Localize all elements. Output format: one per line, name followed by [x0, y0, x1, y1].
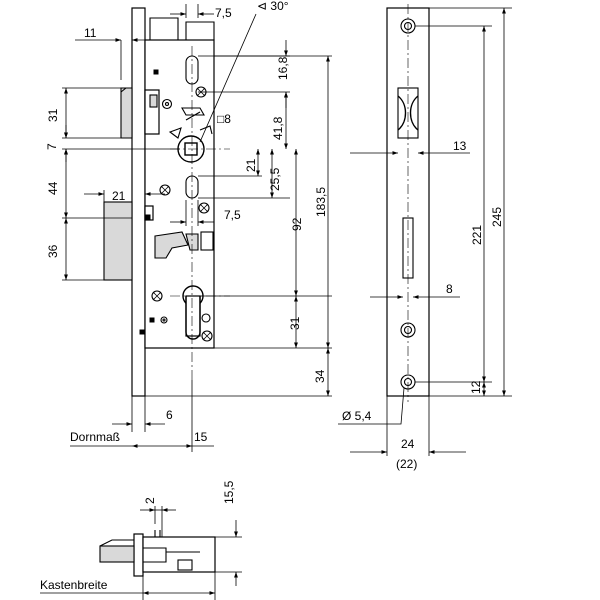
square-8-label: □8 [217, 112, 231, 126]
faceplate-view: 13 8 221 245 12 Ø 5,4 24 (22) [338, 4, 512, 471]
dim-36: 36 [46, 244, 60, 258]
dim-44: 44 [46, 181, 60, 195]
dim-16-8: 16,8 [276, 56, 290, 80]
dim-31-top: 31 [46, 108, 60, 122]
bolt-mechanism [154, 231, 214, 259]
dim-92: 92 [290, 217, 304, 231]
dim-7-5-top: 7,5 [215, 6, 232, 20]
latch-opening [397, 87, 419, 139]
dornmass-label: Dornmaß [70, 430, 120, 444]
angle-30-label: ⊲ 30° [257, 0, 289, 13]
dim-15-5: 15,5 [222, 480, 236, 504]
front-view [103, 7, 230, 397]
dead-bolt [103, 201, 154, 281]
dim-221: 221 [470, 225, 484, 245]
latch-bolt [120, 87, 160, 139]
top-faceplate [133, 533, 144, 577]
top-case [142, 536, 216, 573]
dim-34: 34 [313, 369, 327, 383]
dim-12: 12 [469, 380, 483, 394]
dim-11: 11 [84, 26, 97, 40]
top-view: 2 15,5 Kastenbreite [40, 480, 242, 600]
dim-15: 15 [194, 430, 208, 444]
dim-7-5-mid: 7,5 [224, 208, 241, 222]
dim-41-8: 41,8 [271, 116, 285, 140]
dim-24: 24 [401, 437, 415, 451]
dim-183-5: 183,5 [314, 187, 328, 217]
dim-6: 6 [166, 408, 173, 422]
diameter-5-4: Ø 5,4 [342, 409, 372, 423]
kastenbreite-label: Kastenbreite [40, 578, 108, 592]
cylinder-hole [160, 285, 211, 340]
front-view-dimensions: 7,5 ⊲ 30° 11 16,8 41,8 □8 31 7 44 [45, 0, 332, 452]
dim-245: 245 [490, 207, 504, 227]
dim-21-mid: 21 [244, 158, 258, 172]
dim-31-bottom: 31 [288, 316, 302, 330]
bolt-opening [402, 217, 414, 279]
dim-21-left: 21 [112, 189, 126, 203]
screws [151, 86, 213, 342]
dim-8: 8 [446, 282, 453, 296]
dim-7: 7 [45, 143, 59, 150]
dim-13: 13 [453, 139, 467, 153]
faceplate-side [131, 7, 146, 397]
dim-25-5: 25,5 [268, 167, 282, 191]
dim-2: 2 [143, 497, 157, 504]
dim-22: (22) [396, 457, 417, 471]
